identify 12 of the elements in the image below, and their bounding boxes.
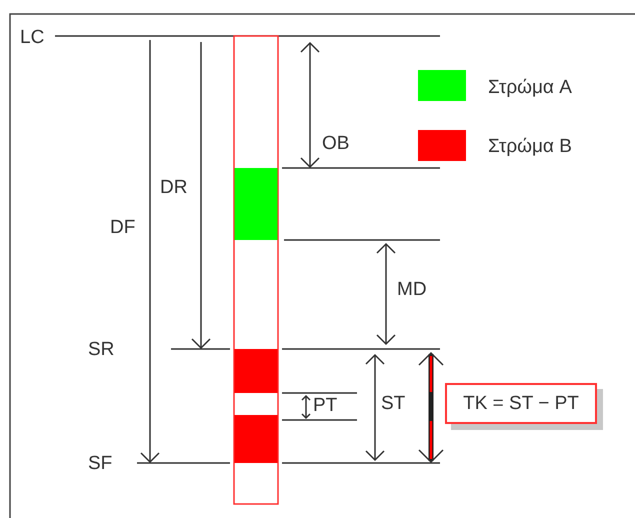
depth-label: MD: [397, 279, 427, 301]
depth-label: DR: [160, 177, 188, 199]
depth-label: SF: [88, 453, 112, 475]
depth-label: OB: [322, 133, 350, 155]
depth-label: SR: [88, 339, 114, 361]
depth-label: PT: [313, 395, 338, 417]
depth-label: ST: [381, 393, 406, 415]
formula-text: TK = ST − PT: [463, 392, 579, 414]
depth-label: DF: [110, 217, 136, 239]
legend-label: Στρώμα A: [488, 77, 572, 99]
depth-label: LC: [20, 27, 44, 49]
legend-label: Στρώμα B: [488, 136, 572, 158]
